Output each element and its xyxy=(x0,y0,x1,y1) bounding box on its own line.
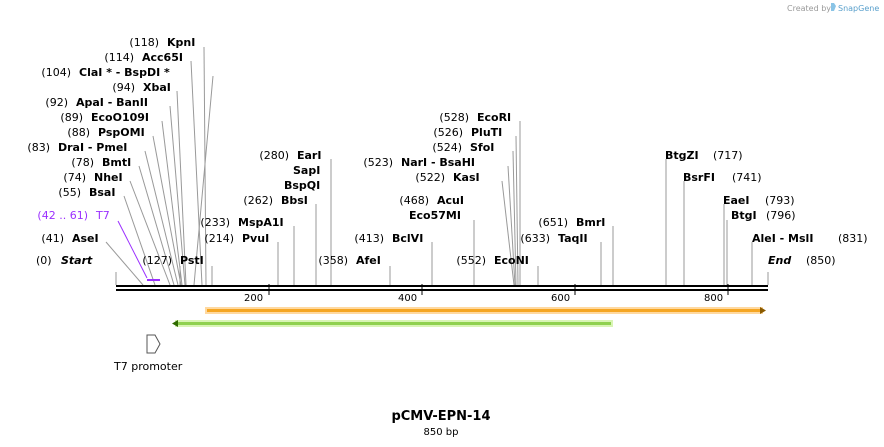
site-bspqi[interactable]: BspQI xyxy=(284,179,320,192)
site-pos-btgzi: (717) xyxy=(713,149,743,162)
site-pos-pluti: (526) xyxy=(433,126,463,139)
site-pos-ecori: (528) xyxy=(439,111,469,124)
site-pos-bsai: (55) xyxy=(58,186,81,199)
site-bsrfi[interactable]: BsrFI xyxy=(683,171,715,184)
site-pos-xbai: (94) xyxy=(112,81,135,94)
site-pos-bsrfi: (741) xyxy=(732,171,762,184)
plasmid-name: pCMV-EPN-14 xyxy=(391,409,490,424)
site-pvui[interactable]: PvuI xyxy=(242,232,269,245)
t7-primer-leader xyxy=(117,220,148,279)
site-pluti[interactable]: PluTI xyxy=(471,126,502,139)
site-taqii[interactable]: TaqII xyxy=(558,232,588,245)
t7-promoter-icon[interactable] xyxy=(146,334,161,354)
site-pos-drai: (83) xyxy=(27,141,50,154)
site-pos-mspa1i: (233) xyxy=(200,216,230,229)
site-pos-econi: (552) xyxy=(456,254,486,267)
end-label: End xyxy=(768,254,791,267)
end-pos: (850) xyxy=(806,254,836,267)
site-pspomi[interactable]: PspOMI xyxy=(98,126,145,139)
site-btgi[interactable]: BtgI xyxy=(731,209,757,222)
site-pos-eari: (280) xyxy=(259,149,289,162)
credit-brand: SnapGene xyxy=(838,4,879,13)
site-pos-nhei: (74) xyxy=(63,171,86,184)
feature-green-bar[interactable] xyxy=(175,320,613,327)
site-guide-lines xyxy=(105,46,769,286)
ruler-label-200: 200 xyxy=(244,293,263,304)
site-asei[interactable]: AseI xyxy=(72,232,99,245)
site-pos-pvui: (214) xyxy=(204,232,234,245)
site-pos-sfoi: (524) xyxy=(432,141,462,154)
site-sfoi[interactable]: SfoI xyxy=(470,141,494,154)
site-bsai[interactable]: BsaI xyxy=(89,186,115,199)
site-bclvi[interactable]: BclVI xyxy=(392,232,423,245)
site-nhei[interactable]: NheI xyxy=(94,171,123,184)
feature-green-arrowhead xyxy=(172,320,178,327)
site-pos-clai: (104) xyxy=(41,66,71,79)
start-pos: (0) xyxy=(36,254,52,267)
ruler-label-600: 600 xyxy=(551,293,570,304)
site-nari-bsahi[interactable]: NarI - BsaHI xyxy=(401,156,475,169)
site-clai-bspdi[interactable]: ClaI * - BspDI * xyxy=(79,66,170,79)
site-pos-bbsi: (262) xyxy=(243,194,273,207)
ruler: 200 400 600 800 xyxy=(244,284,729,304)
plasmid-size: 850 bp xyxy=(424,427,459,438)
snapgene-logo xyxy=(831,3,836,11)
site-pos-pspomi: (88) xyxy=(67,126,90,139)
site-kasi[interactable]: KasI xyxy=(453,171,480,184)
site-acui[interactable]: AcuI xyxy=(437,194,464,207)
site-alei-msli[interactable]: AleI - MslI xyxy=(752,232,813,245)
site-drai-pmei[interactable]: DraI - PmeI xyxy=(58,141,127,154)
site-ecori[interactable]: EcoRI xyxy=(477,111,511,124)
site-pos-nari: (523) xyxy=(363,156,393,169)
site-pos-alei: (831) xyxy=(838,232,868,245)
site-econi[interactable]: EcoNI xyxy=(494,254,529,267)
dna-backbone[interactable] xyxy=(116,285,768,291)
site-pos-psti: (127) xyxy=(142,254,172,267)
site-pos-kasi: (522) xyxy=(415,171,445,184)
site-pos-apai: (92) xyxy=(45,96,68,109)
site-bmti[interactable]: BmtI xyxy=(102,156,131,169)
site-eari[interactable]: EarI xyxy=(297,149,321,162)
feature-orange-bar[interactable] xyxy=(205,307,763,314)
t7-primer-range: (42 .. 61) xyxy=(37,209,88,222)
site-bbsi[interactable]: BbsI xyxy=(281,194,308,207)
site-psti[interactable]: PstI xyxy=(180,254,204,267)
site-pos-bmri: (651) xyxy=(538,216,568,229)
site-ecoo109i[interactable]: EcoO109I xyxy=(91,111,149,124)
site-afei[interactable]: AfeI xyxy=(356,254,381,267)
site-pos-bclvi: (413) xyxy=(354,232,384,245)
site-pos-afei: (358) xyxy=(318,254,348,267)
feature-green-arrow[interactable] xyxy=(172,320,613,327)
feature-orange-arrow[interactable] xyxy=(205,307,766,314)
feature-orange-arrowhead xyxy=(760,307,766,314)
site-mspa1i[interactable]: MspA1I xyxy=(238,216,284,229)
site-kpni[interactable]: KpnI xyxy=(167,36,195,49)
site-pos-bmti: (78) xyxy=(71,156,94,169)
site-bmri[interactable]: BmrI xyxy=(576,216,605,229)
site-pos-kpni: (118) xyxy=(129,36,159,49)
site-pos-taqii: (633) xyxy=(520,232,550,245)
site-pos-asei: (41) xyxy=(41,232,64,245)
credit-text: Created by xyxy=(787,4,831,13)
site-pos-eaei: (793) xyxy=(765,194,795,207)
site-eco57mi[interactable]: Eco57MI xyxy=(409,209,461,222)
ruler-label-800: 800 xyxy=(704,293,723,304)
site-eaei[interactable]: EaeI xyxy=(723,194,750,207)
t7-promoter-label: T7 promoter xyxy=(113,360,183,373)
restriction-site-labels: (118) KpnI (114) Acc65I (104) ClaI * - B… xyxy=(27,36,867,267)
site-pos-acc65i: (114) xyxy=(104,51,134,64)
start-label: Start xyxy=(61,254,93,267)
site-pos-acui: (468) xyxy=(399,194,429,207)
site-xbai[interactable]: XbaI xyxy=(143,81,171,94)
site-pos-btgi: (796) xyxy=(766,209,796,222)
site-apai-banii[interactable]: ApaI - BanII xyxy=(76,96,148,109)
site-sapi[interactable]: SapI xyxy=(293,164,320,177)
site-acc65i[interactable]: Acc65I xyxy=(142,51,183,64)
site-btgzi[interactable]: BtgZI xyxy=(665,149,699,162)
t7-primer-label[interactable]: T7 xyxy=(95,209,110,222)
site-pos-ecoo109i: (89) xyxy=(60,111,83,124)
ruler-label-400: 400 xyxy=(398,293,417,304)
